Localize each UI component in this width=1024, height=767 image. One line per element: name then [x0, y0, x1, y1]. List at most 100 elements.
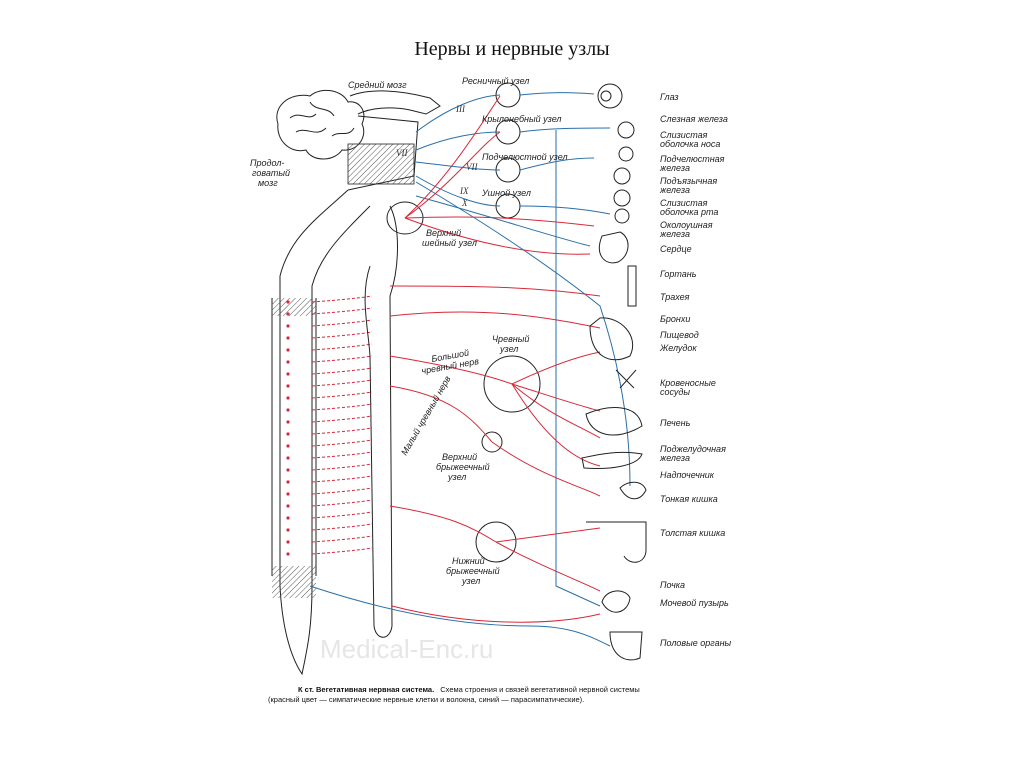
slide-title: Нервы и нервные узлы — [414, 38, 610, 60]
label-submandibular-ganglion: Подчелюстной узел — [482, 152, 568, 162]
label-organ-vessels1: Кровеносные — [660, 378, 716, 388]
label-organ-large-int: Толстая кишка — [660, 528, 725, 538]
label-organ-oral1: Слизистая — [660, 198, 708, 208]
label-medulla-1: Продол- — [250, 158, 284, 168]
label-organ-eye: Глаз — [660, 92, 679, 102]
oral-shape — [614, 208, 630, 224]
segment-cell — [286, 360, 290, 364]
segment-fiber — [311, 307, 373, 315]
segment-cell — [286, 540, 290, 544]
segment-fiber — [311, 343, 373, 351]
vessels-shape — [615, 369, 637, 389]
segment-cell — [286, 432, 290, 436]
label-organ-submand2: железа — [659, 163, 690, 173]
label-sup-mesenteric-1: Верхний — [442, 452, 477, 462]
label-organ-heart: Сердце — [660, 244, 692, 254]
segment-fiber — [311, 451, 373, 459]
segment-cell — [286, 408, 290, 412]
segment-fiber — [311, 499, 373, 507]
segment-fiber — [311, 355, 373, 363]
segment-fiber — [311, 331, 373, 339]
sublingual-shape — [613, 189, 631, 207]
label-organ-larynx: Гортань — [660, 269, 697, 279]
label-organ-small-int: Тонкая кишка — [660, 494, 718, 504]
label-organ-stomach: Желудок — [659, 343, 697, 353]
label-inf-mesenteric-2: брыжеечный — [446, 566, 500, 576]
trachea-shape — [627, 265, 637, 307]
label-inf-mesenteric-1: Нижний — [452, 556, 485, 566]
organs — [581, 83, 647, 661]
label-organ-nasal2: оболочка носа — [660, 139, 720, 149]
autonomic-nervous-system-diagram: Medical-Enc.ru — [250, 66, 760, 716]
segment-fiber — [311, 295, 373, 303]
segment-fiber — [311, 379, 373, 387]
spinal-cord — [271, 189, 371, 676]
segment-cell — [286, 384, 290, 388]
segment-cell — [286, 324, 290, 328]
heart-shape — [598, 231, 629, 264]
genitals-shape — [609, 631, 643, 661]
label-organ-lacrimal: Слезная железа — [660, 114, 728, 124]
small-intestine-shape — [619, 481, 647, 500]
segment-fiber — [311, 319, 373, 327]
segment-cell — [286, 456, 290, 460]
label-sup-mesenteric-3: узел — [447, 472, 466, 482]
segment-fiber — [311, 403, 373, 411]
segment-fiber — [311, 487, 373, 495]
label-ciliary-ganglion: Ресничный узел — [462, 76, 529, 86]
label-organ-oral2: оболочка рта — [660, 207, 718, 217]
caption-bold: К ст. Вегетативная нервная система. — [298, 685, 434, 694]
segment-cell — [286, 468, 290, 472]
segment-cell — [286, 516, 290, 520]
nerve-numeral-vii-b: VII — [466, 162, 478, 172]
label-medulla-2: говатый — [252, 168, 290, 178]
label-celiac-2: узел — [499, 344, 518, 354]
segment-fiber — [311, 439, 373, 447]
segment-fiber — [311, 547, 373, 555]
segment-cell — [286, 504, 290, 508]
label-organ-submand1: Подчелюстная — [660, 154, 725, 164]
label-organ-vessels2: сосуды — [660, 387, 690, 397]
eye-shape — [597, 83, 623, 109]
segment-cell — [286, 336, 290, 340]
label-sup-mesenteric-2: брыжеечный — [436, 462, 490, 472]
large-intestine-shape — [586, 521, 647, 563]
segment-cell — [286, 552, 290, 556]
segment-cell — [286, 528, 290, 532]
bladder-shape — [601, 590, 631, 613]
nerve-numeral-iii: III — [455, 104, 466, 114]
label-organ-genitals: Половые органы — [660, 638, 732, 648]
celiac-ganglion-shape — [483, 355, 541, 413]
segment-cell — [286, 300, 290, 304]
label-organ-esophagus: Пищевод — [660, 330, 699, 340]
submandibular-shape — [613, 167, 631, 185]
label-organ-kidney: Почка — [660, 580, 685, 590]
nasal-shape — [618, 146, 634, 162]
label-pterygopalatine-ganglion: Крылонебный узел — [482, 114, 561, 124]
segment-cell — [286, 492, 290, 496]
label-organ-pancreas1: Поджелудочная — [660, 444, 726, 454]
stomach-shape — [589, 317, 634, 361]
watermark: Medical-Enc.ru — [320, 634, 493, 664]
label-organ-trachea: Трахея — [660, 292, 690, 302]
segment-fiber — [311, 415, 373, 423]
segment-cell — [286, 348, 290, 352]
label-organ-parotid2: железа — [659, 229, 690, 239]
label-midbrain: Средний мозг — [348, 80, 407, 90]
caption-line-2: (красный цвет — симпатические нервные кл… — [268, 695, 584, 704]
label-organ-bronchi: Бронхи — [660, 314, 690, 324]
label-inf-mesenteric-3: узел — [461, 576, 480, 586]
segment-cell — [286, 420, 290, 424]
caption-line-1: К ст. Вегетативная нервная система. Схем… — [298, 685, 640, 694]
label-organ-adrenal: Надпочечник — [660, 470, 715, 480]
label-organ-bladder: Мочевой пузырь — [660, 598, 729, 608]
pancreas-shape — [581, 451, 643, 469]
spinal-segments — [286, 295, 373, 556]
nerve-numeral-vii-a: VII — [396, 148, 408, 158]
segment-cell — [286, 312, 290, 316]
segment-fiber — [311, 391, 373, 399]
sympathetic-trunk — [364, 201, 424, 638]
segment-fiber — [311, 463, 373, 471]
nerve-numeral-x: X — [461, 198, 468, 208]
segment-cell — [286, 480, 290, 484]
